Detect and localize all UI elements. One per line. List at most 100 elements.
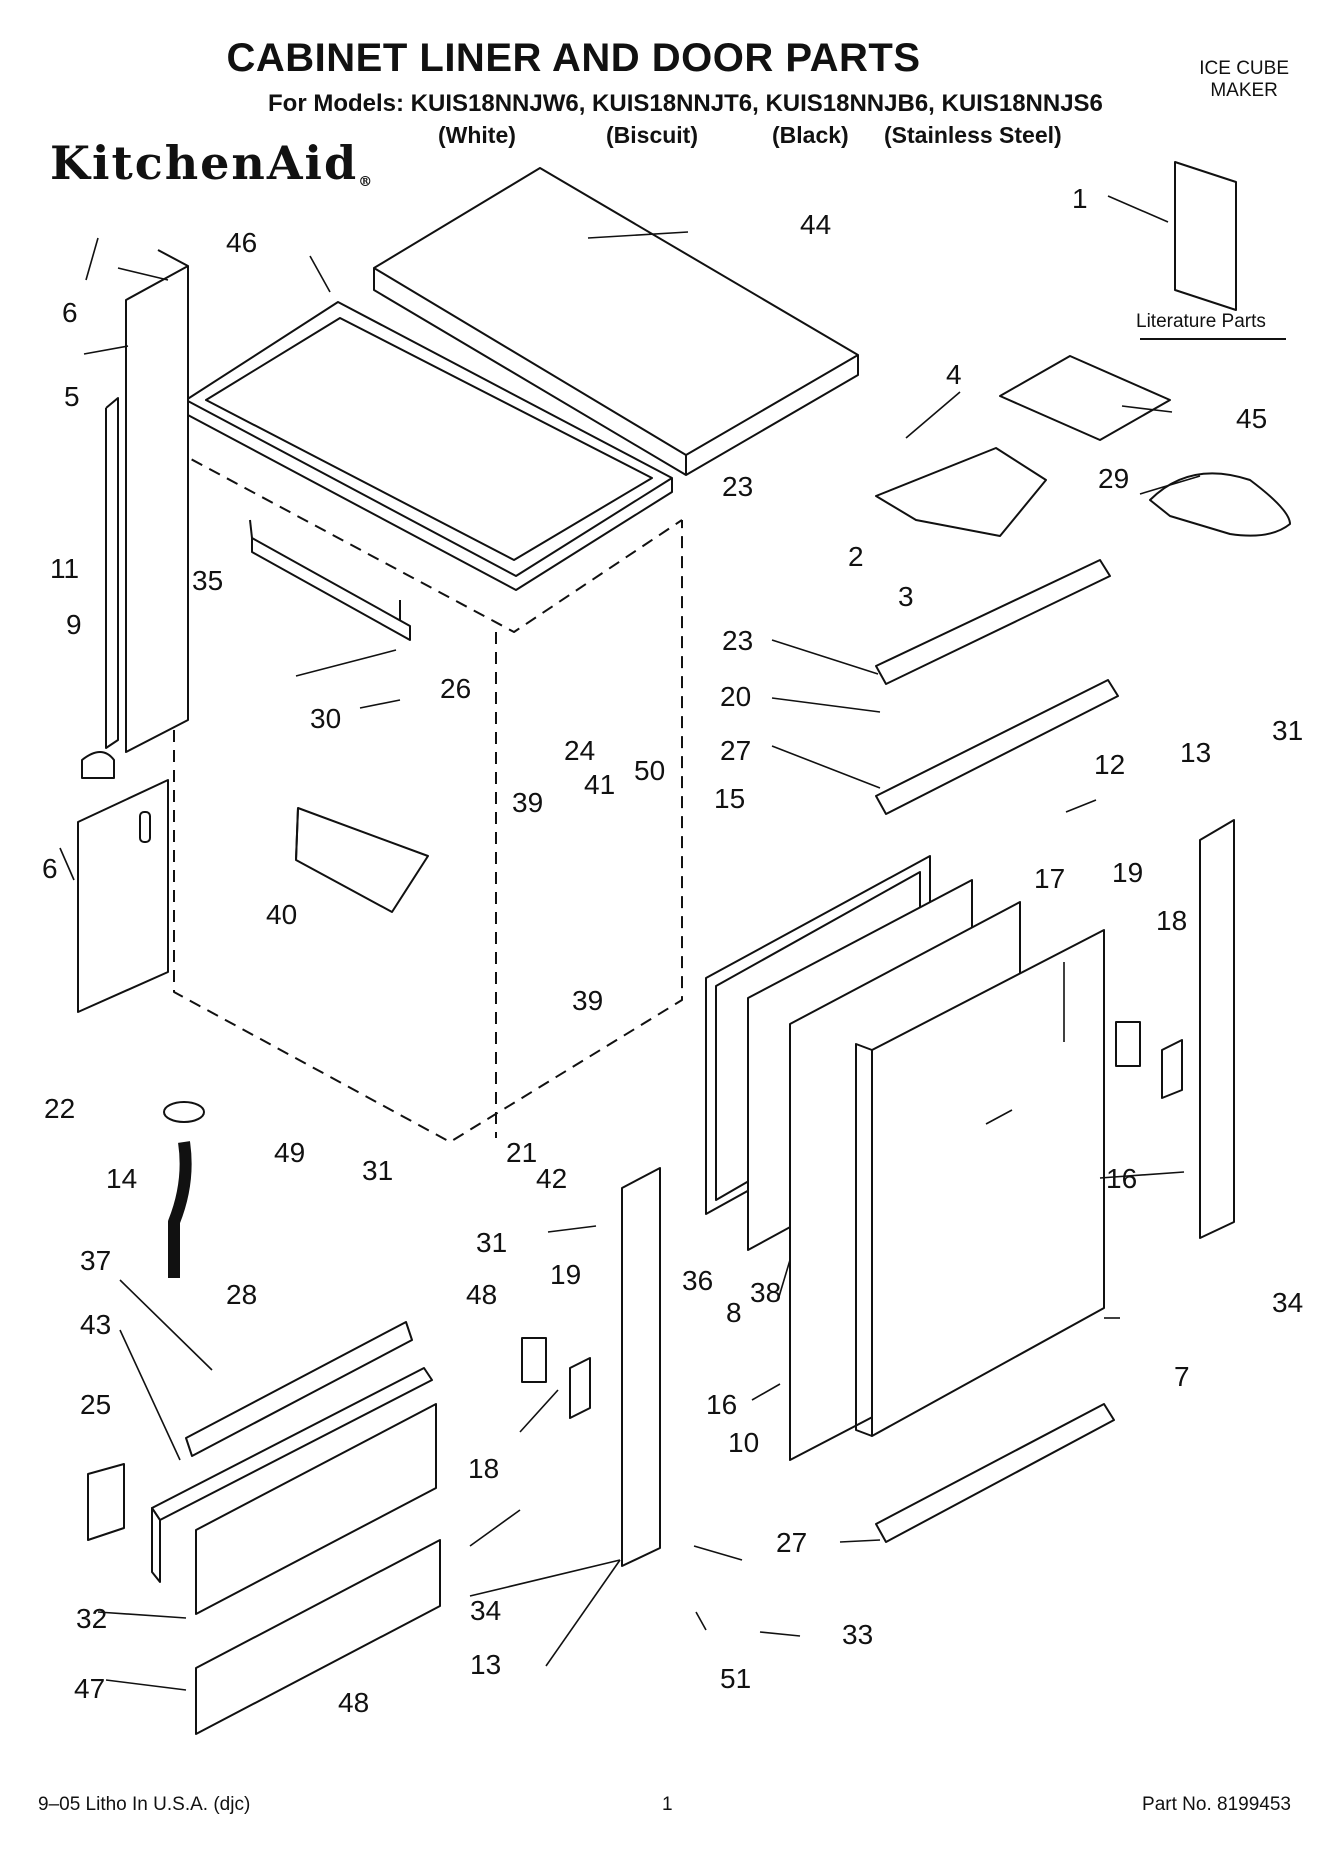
- insulation-pad: [999, 355, 1171, 441]
- callout: 31: [1272, 715, 1303, 746]
- drain-pan: [295, 807, 429, 913]
- callout: 46: [226, 227, 257, 258]
- callout: 12: [1094, 749, 1125, 780]
- callout: 25: [80, 1389, 111, 1420]
- liner-channel: [249, 519, 411, 641]
- page-title: CABINET LINER AND DOOR PARTS: [226, 36, 921, 80]
- top-panel: [373, 167, 859, 476]
- callout: 23: [722, 625, 753, 656]
- callout: 48: [466, 1279, 497, 1310]
- callout: 28: [226, 1279, 257, 1310]
- callout: 44: [800, 209, 831, 240]
- callout: 27: [720, 735, 751, 766]
- callout: 10: [728, 1427, 759, 1458]
- side-plate: [77, 779, 169, 1013]
- callout: 36: [682, 1265, 713, 1296]
- callout: 5: [64, 381, 80, 412]
- callout: 6: [62, 297, 78, 328]
- callout: 1: [1072, 183, 1088, 214]
- callout: 42: [536, 1163, 567, 1194]
- tubing-clamp: [81, 751, 115, 779]
- section-label: ICE CUBE MAKER: [1199, 58, 1289, 102]
- section-label-line1: ICE CUBE: [1199, 58, 1289, 79]
- callout: 26: [440, 673, 471, 704]
- ice-scoop: [1149, 472, 1291, 537]
- leader-lines: [59, 195, 1201, 1691]
- callout: 23: [722, 471, 753, 502]
- callout: 32: [76, 1603, 107, 1634]
- callout: 18: [468, 1453, 499, 1484]
- callout: 33: [842, 1619, 873, 1650]
- callout: 49: [274, 1137, 305, 1168]
- color-stainless: (Stainless Steel): [884, 122, 1062, 148]
- model-list: For Models: KUIS18NNJW6, KUIS18NNJT6, KU…: [268, 90, 1103, 117]
- callout: 34: [1272, 1287, 1303, 1318]
- rear-bracket: [105, 397, 119, 749]
- door-trim-top: [875, 559, 1119, 815]
- callout: 34: [470, 1595, 501, 1626]
- color-white: (White): [438, 122, 516, 148]
- callout: 31: [476, 1227, 507, 1258]
- callout: 47: [74, 1673, 105, 1704]
- callout: 13: [470, 1649, 501, 1680]
- callout: 35: [192, 565, 223, 596]
- callout: 16: [706, 1389, 737, 1420]
- callout: 29: [1098, 463, 1129, 494]
- callout: 18: [1156, 905, 1187, 936]
- brand-name: KitchenAid: [50, 136, 359, 190]
- callout: 6: [42, 853, 58, 884]
- page-number: 1: [662, 1794, 673, 1815]
- callout: 9: [66, 609, 82, 640]
- ice-deflector: [875, 447, 1047, 537]
- callout-numbers: 1 2 3 4 5 6 6 7 8 9 10 11 12 13 13 14 15…: [42, 183, 1303, 1718]
- frame-gasket: [185, 301, 673, 591]
- literature-parts-label: Literature Parts: [1136, 311, 1266, 332]
- part-number: Part No. 8199453: [1142, 1794, 1291, 1815]
- callout: 45: [1236, 403, 1267, 434]
- hinge-channel-left: [621, 1167, 661, 1567]
- callout: 19: [550, 1259, 581, 1290]
- literature-booklet: Literature Parts: [1136, 161, 1286, 340]
- callout: 20: [720, 681, 751, 712]
- callout: 22: [44, 1093, 75, 1124]
- footer-litho: 9–05 Litho In U.S.A. (djc): [38, 1794, 251, 1815]
- callout: 19: [1112, 857, 1143, 888]
- callout: 4: [946, 359, 962, 390]
- callout: 14: [106, 1163, 137, 1194]
- callout: 8: [726, 1297, 742, 1328]
- color-black: (Black): [772, 122, 849, 148]
- callout: 40: [266, 899, 297, 930]
- callout: 13: [1180, 737, 1211, 768]
- hinge-plate: [521, 1021, 1183, 1419]
- color-biscuit: (Biscuit): [606, 122, 698, 148]
- side-bracket: [125, 249, 189, 753]
- callout: 39: [512, 787, 543, 818]
- hinge-channel-right: [1199, 819, 1235, 1239]
- door-panel: [855, 929, 1105, 1437]
- callout: 3: [898, 581, 914, 612]
- callout: 17: [1034, 863, 1065, 894]
- callout: 15: [714, 783, 745, 814]
- brand-logo: KitchenAid®: [50, 136, 374, 190]
- callout: 51: [720, 1663, 751, 1694]
- callout: 39: [572, 985, 603, 1016]
- callout: 27: [776, 1527, 807, 1558]
- callout: 50: [634, 755, 665, 786]
- drain-tube: [163, 1101, 205, 1278]
- callout: 2: [848, 541, 864, 572]
- callout: 24: [564, 735, 595, 766]
- callout: 11: [50, 553, 79, 584]
- section-label-line2: MAKER: [1210, 80, 1278, 101]
- callout: 30: [310, 703, 341, 734]
- callout: 43: [80, 1309, 111, 1340]
- toe-grille-assembly: [87, 1321, 441, 1735]
- cabinet-liner: [173, 449, 683, 1143]
- callout: 41: [584, 769, 615, 800]
- door-bottom-rail: [875, 1403, 1115, 1543]
- callout: 7: [1174, 1361, 1190, 1392]
- callout: 31: [362, 1155, 393, 1186]
- callout: 21: [506, 1137, 537, 1168]
- callout: 16: [1106, 1163, 1137, 1194]
- brand-registered-mark: ®: [358, 174, 375, 190]
